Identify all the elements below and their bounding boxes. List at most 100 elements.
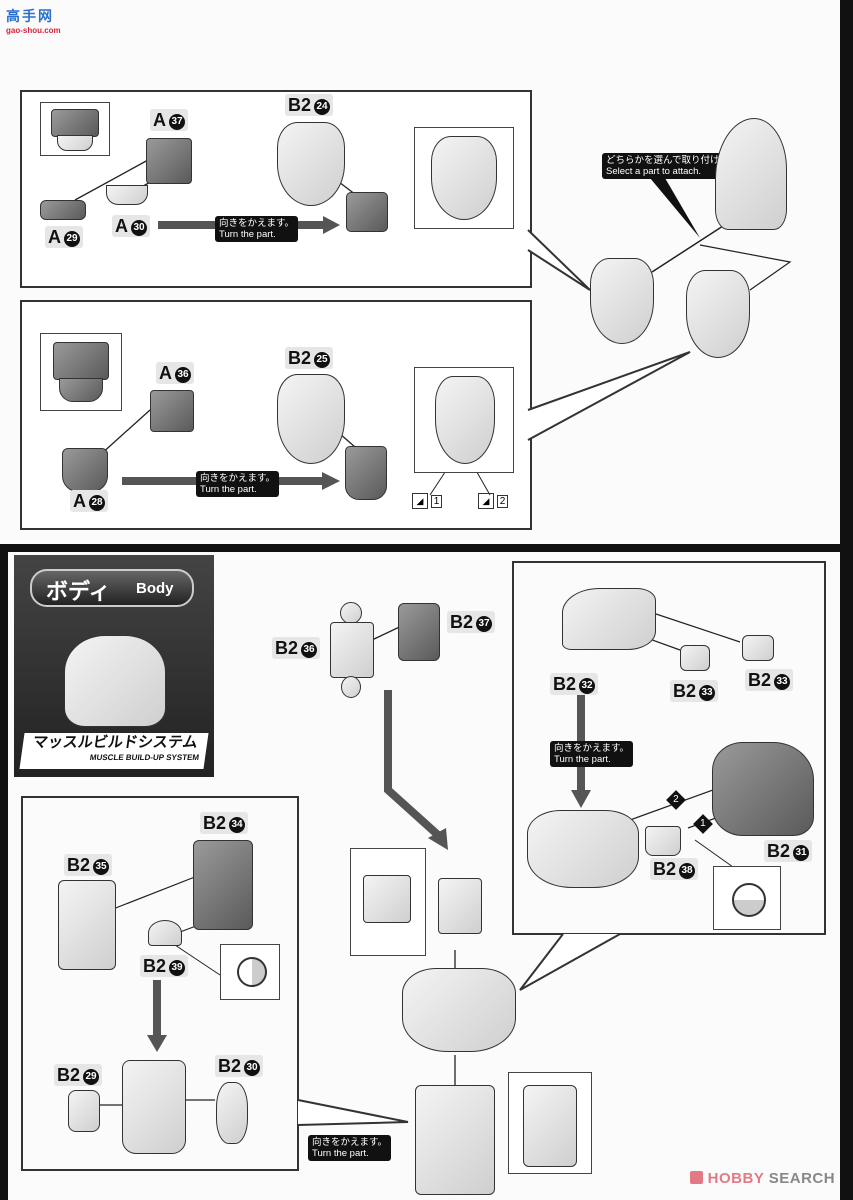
part-image-head-internal <box>51 109 99 137</box>
part-image-b2-34 <box>193 840 253 930</box>
body-title-en: Body <box>136 580 174 597</box>
part-image-face-option-grin <box>590 258 654 344</box>
step-frame-torso <box>21 796 299 1171</box>
part-image-chest-assembled <box>402 968 516 1052</box>
watermark-brand-first: HOBBY <box>707 1170 765 1187</box>
part-image-head-mouth <box>57 135 93 151</box>
part-image-head-jaw-lower <box>59 378 103 402</box>
part-image-chest-front <box>527 810 639 888</box>
watermark-brand-text: 高手网 <box>6 8 54 24</box>
part-image-a29 <box>40 200 86 220</box>
result-box-face-lower <box>414 367 514 473</box>
chest-arrow-b2-33b <box>649 611 741 643</box>
watermark-logo-top: 高手网 gao-shou.com <box>6 6 76 40</box>
part-image-a28 <box>62 448 108 492</box>
turn-part-note-upper: 向きをかえます。 Turn the part. <box>215 216 299 242</box>
reference-box-neck-side <box>350 848 426 956</box>
neck-assembly-arrow <box>384 690 441 838</box>
part-image-head-subassembly-upper <box>346 192 388 232</box>
part-image-abdomen-back-view <box>523 1085 577 1167</box>
part-image-b2-37 <box>398 603 440 661</box>
callout-pointer-chest-lines <box>519 933 621 991</box>
reference-box-lower-head <box>40 333 122 411</box>
neck-arrow-head <box>428 828 448 850</box>
watermark-logo-bottom: HOBBY SEARCH <box>690 1170 835 1187</box>
reference-box-upper-head <box>40 102 110 156</box>
turn-arrow-head-upper <box>323 216 340 234</box>
torso-arrow-b2-35 <box>107 872 206 912</box>
watermark-domain-text: gao-shou.com <box>6 26 61 35</box>
body-section-banner: ボディ Body マッスルビルドシステム MUSCLE BUILD-UP SYS… <box>14 555 214 777</box>
part-image-head-subassembly-lower <box>345 446 387 500</box>
part-image-neck-side-view <box>363 875 411 923</box>
chest-turn-arrow-head <box>571 790 591 808</box>
assembly-arrow-a28 <box>99 409 151 456</box>
select-part-note: どちらかを選んで取り付ける Select a part to attach. <box>602 153 734 179</box>
part-image-b2-33-b <box>742 635 774 661</box>
turn-arrow-head-lower <box>322 472 340 490</box>
part-image-hood-antenna <box>715 118 787 230</box>
part-image-neck-assembled <box>438 878 482 934</box>
turn-part-note-torso: 向きをかえます。 Turn the part. <box>308 1135 392 1161</box>
part-image-b2-39 <box>148 920 182 946</box>
turn-part-note-lower: 向きをかえます。 Turn the part. <box>196 471 280 497</box>
part-image-b2-25-face <box>277 374 345 464</box>
part-image-neck-ball <box>340 602 362 624</box>
part-image-b2-31 <box>712 742 814 836</box>
part-image-head-internal-lower <box>53 342 109 380</box>
sticker-tool-icon: ◢ <box>412 493 428 509</box>
callout-pointer-upper <box>527 229 591 291</box>
orientation-detail-icon <box>732 883 766 917</box>
part-image-a30 <box>106 185 148 205</box>
callout-pointer-lower <box>527 351 691 441</box>
detail-pointer-b2-39 <box>174 944 221 976</box>
step-frame-chest <box>512 561 826 935</box>
part-image-b2-36 <box>330 622 374 678</box>
attach-bracket-line <box>699 244 792 291</box>
assembly-arrow-a29 <box>74 159 149 201</box>
part-image-a36 <box>150 390 194 432</box>
sticker-ref-1: ◢ 1 <box>412 493 443 509</box>
part-image-b2-35 <box>58 880 116 970</box>
body-preview-figure <box>64 635 166 727</box>
part-image-torso-assembled <box>122 1060 186 1154</box>
turn-part-note-chest: 向きをかえます。 Turn the part. <box>550 741 634 767</box>
part-image-b2-32 <box>562 588 656 650</box>
body-title-jp: ボディ <box>46 579 111 604</box>
muscle-system-logo: マッスルビルドシステム MUSCLE BUILD-UP SYSTEM <box>19 733 209 769</box>
part-image-face-open-mouth <box>435 376 495 464</box>
callout-pointer-torso <box>297 1099 409 1126</box>
select-note-pointer <box>650 178 700 238</box>
sticker-ref-2: ◢ 2 <box>478 493 509 509</box>
sticker-tool-icon: ◢ <box>478 493 494 509</box>
watermark-brand-second: SEARCH <box>768 1170 836 1187</box>
part-image-b2-30 <box>216 1082 248 1144</box>
part-image-b2-33-a <box>680 645 710 671</box>
part-image-face-grin <box>431 136 497 220</box>
part-image-b2-29 <box>68 1090 100 1132</box>
part-image-abdomen-front <box>415 1085 495 1195</box>
orientation-detail-icon <box>237 957 267 987</box>
part-image-face-option-open <box>686 270 750 358</box>
chest-turn-arrow-bar <box>577 690 585 790</box>
detail-box-b2-38-orientation <box>713 866 781 930</box>
detail-box-b2-39-orientation <box>220 944 280 1000</box>
part-image-a37 <box>146 138 192 184</box>
torso-arrow-bar <box>153 980 161 1035</box>
torso-arrow-head <box>147 1035 167 1052</box>
